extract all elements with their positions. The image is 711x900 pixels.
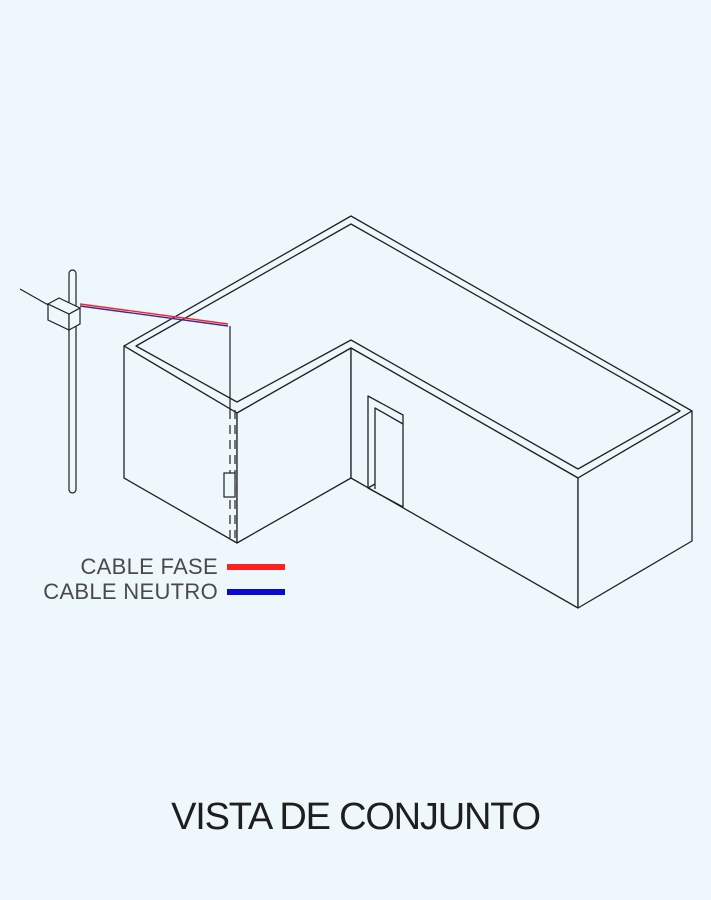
pole-box-top xyxy=(46,297,82,315)
legend-phase: CABLE FASE xyxy=(0,555,288,579)
drawing-caption: VISTA DE CONJUNTO xyxy=(171,796,541,838)
neutral-drop-line xyxy=(79,305,229,327)
building xyxy=(123,215,693,609)
neutral-swatch xyxy=(227,589,285,595)
utility-pole xyxy=(19,269,82,494)
service-drop xyxy=(79,303,229,327)
roof-inner-outline xyxy=(135,223,681,470)
meter-box xyxy=(223,472,236,498)
legend-neutral: CABLE NEUTRO xyxy=(0,580,288,604)
legend-phase-label: CABLE FASE xyxy=(80,554,218,579)
right-wall xyxy=(577,410,693,609)
door-frame-inner xyxy=(374,407,404,489)
incoming-line xyxy=(19,288,51,307)
phase-drop-line xyxy=(79,303,229,325)
door-frame-outer xyxy=(367,395,404,508)
phase-swatch xyxy=(227,564,285,570)
wall-wiring xyxy=(223,326,236,538)
legend-neutral-label: CABLE NEUTRO xyxy=(43,579,218,604)
door xyxy=(367,395,404,508)
